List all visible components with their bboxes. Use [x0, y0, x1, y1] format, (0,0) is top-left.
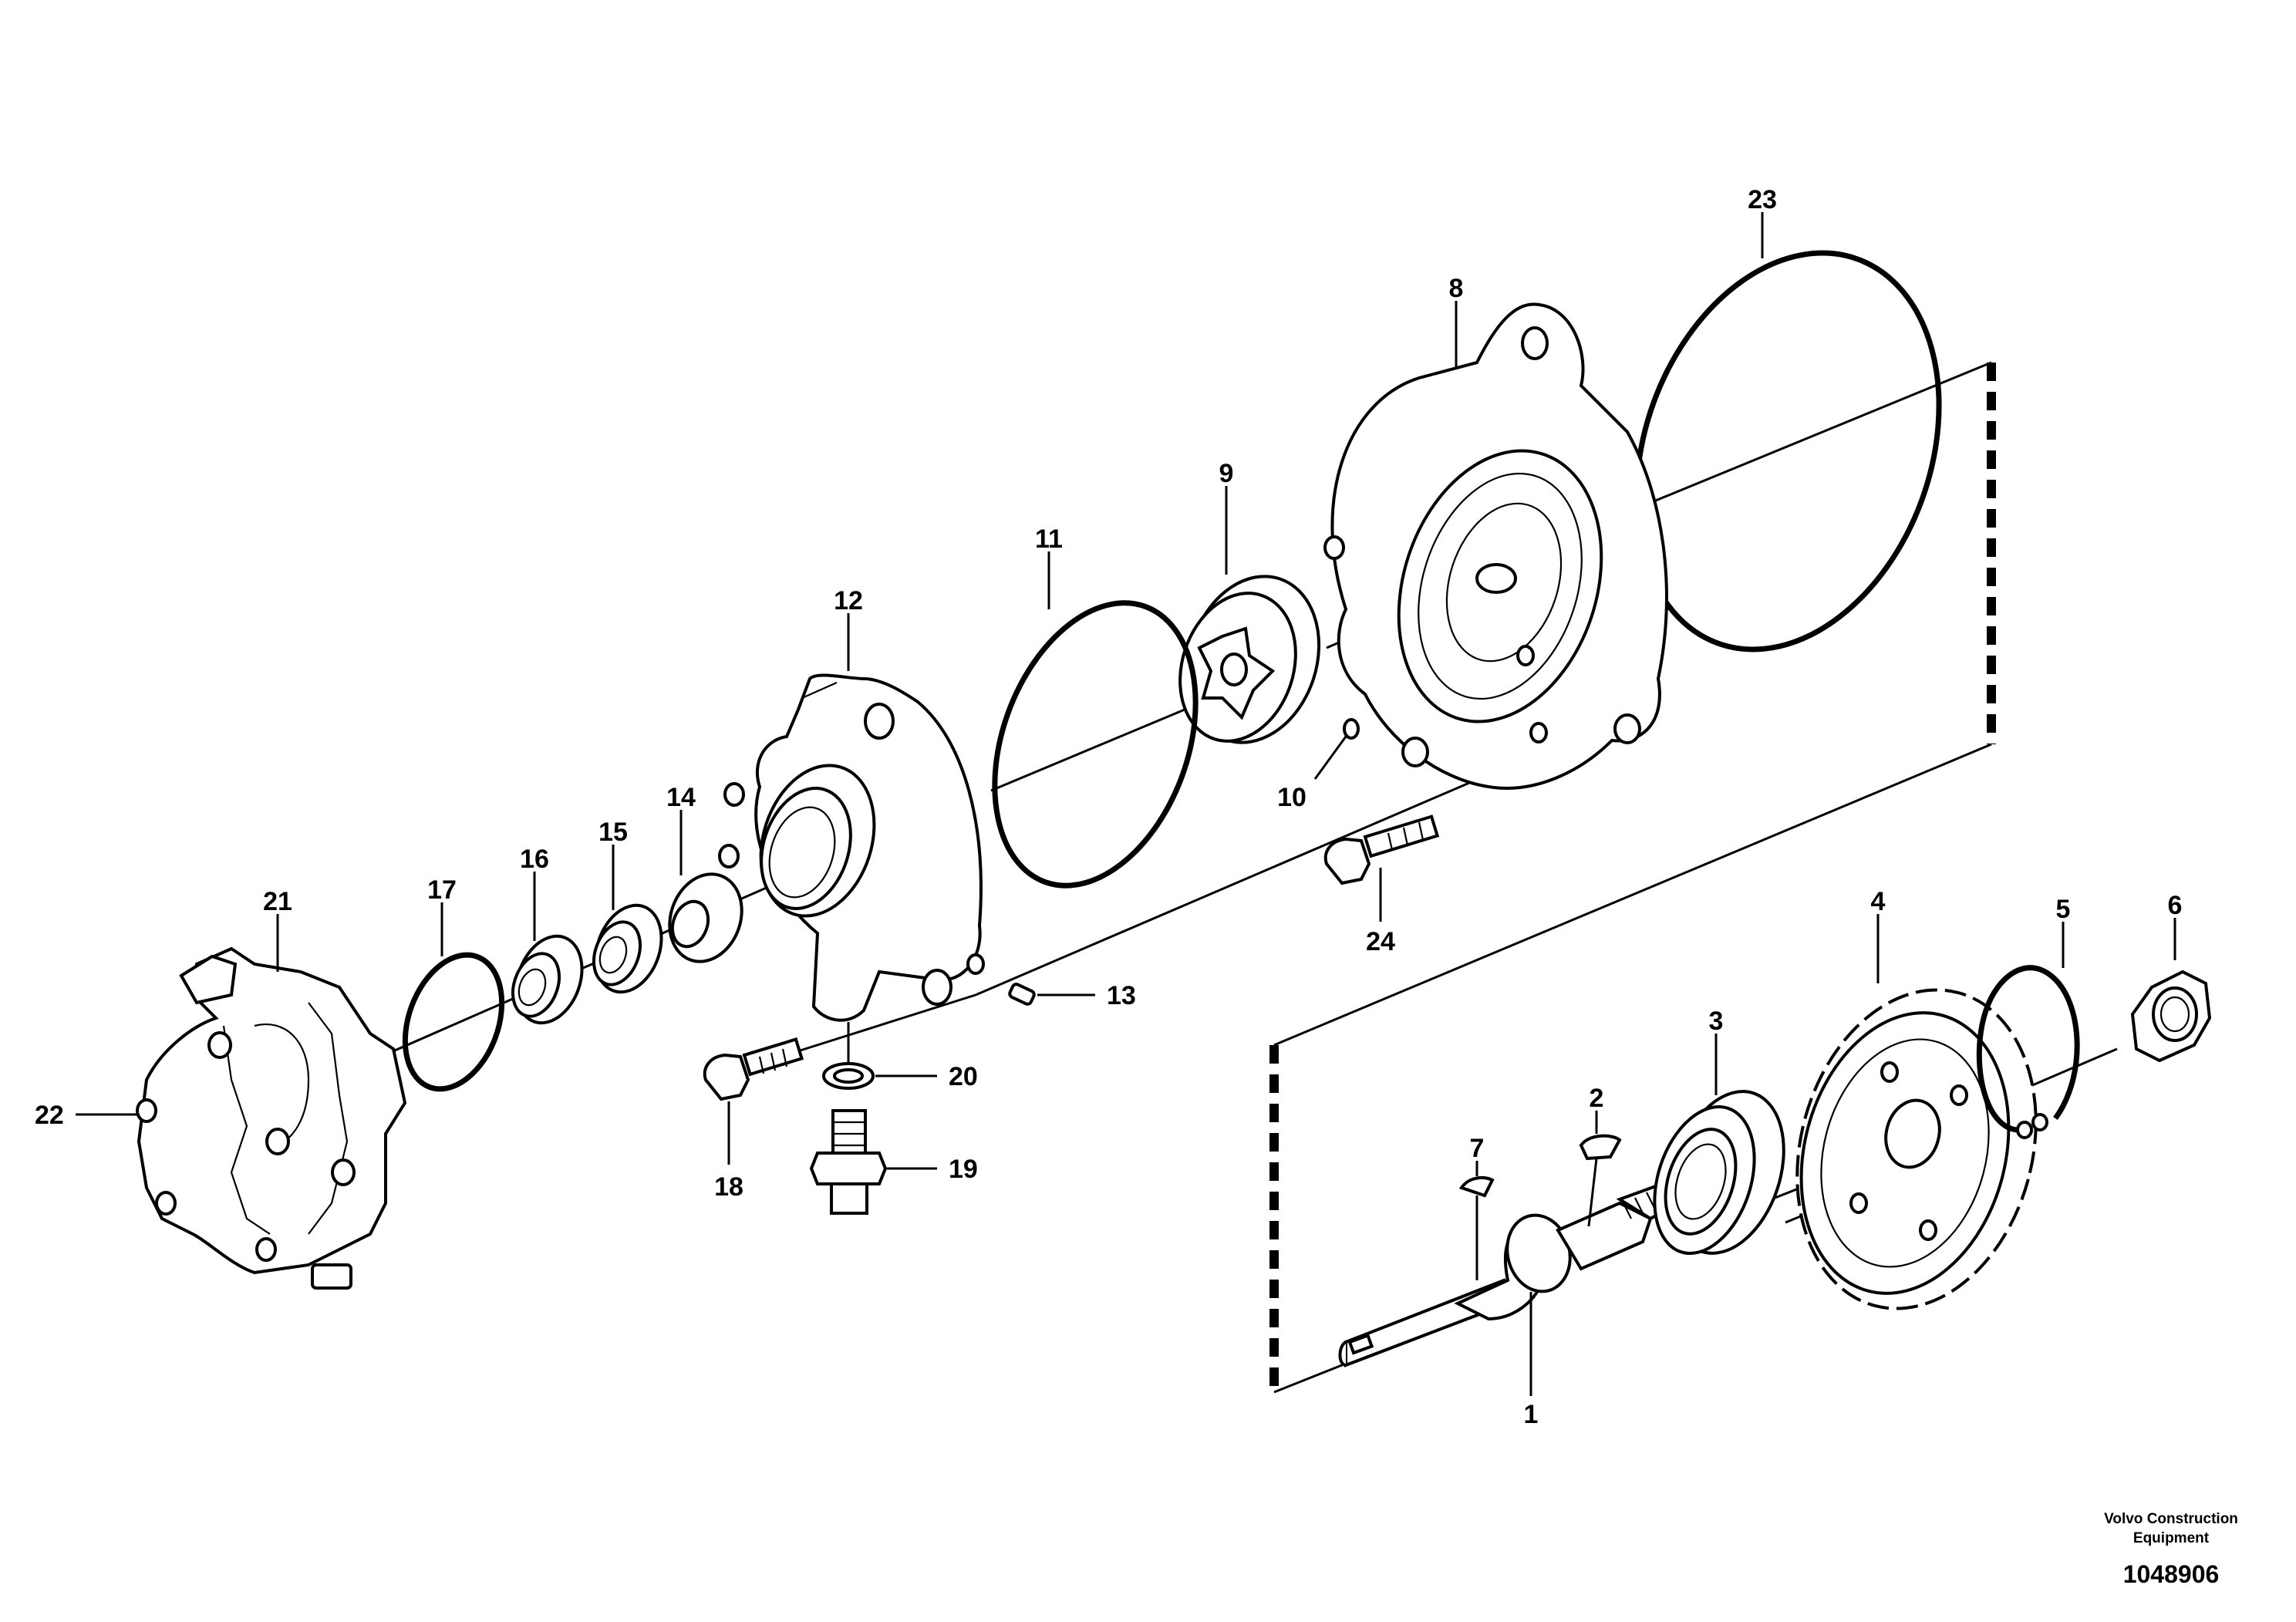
assembly-reference-frame [1269, 361, 1996, 1394]
callout-14: 14 [666, 783, 696, 812]
small-o-ring [1343, 718, 1360, 740]
seal-ring [668, 872, 743, 963]
ball-bearing [1653, 1034, 1785, 1256]
callout-6: 6 [2168, 891, 2183, 920]
callout-22: 22 [35, 1101, 64, 1130]
credit-company: Volvo Construction [2104, 1511, 2238, 1527]
o-ring-small [402, 952, 505, 1092]
callout-20: 20 [949, 1062, 978, 1091]
woodruff-key-large [1579, 1111, 1622, 1227]
circlip [1976, 922, 2080, 1139]
needle-bearing [592, 903, 663, 994]
callout-11: 11 [1035, 524, 1063, 554]
callout-24: 24 [1366, 927, 1395, 956]
callout-21: 21 [263, 887, 292, 916]
callout-10: 10 [1277, 783, 1306, 812]
callout-labels: 1 2 3 4 5 6 7 8 9 10 11 12 13 14 15 16 1… [35, 185, 2182, 1429]
callout-23: 23 [1748, 185, 1777, 214]
callout-15: 15 [598, 818, 628, 847]
callout-16: 16 [520, 845, 549, 874]
shaft-seal [511, 934, 584, 1025]
callout-8: 8 [1449, 274, 1464, 303]
o-ring-medium [992, 600, 1199, 889]
leader-lines [276, 212, 1764, 972]
drawing-number: 1048906 [2123, 1560, 2220, 1588]
pump-housing [1323, 302, 1668, 790]
drive-gear [1795, 914, 2038, 1310]
callout-9: 9 [1219, 459, 1234, 488]
callout-13: 13 [1107, 981, 1136, 1010]
drive-shaft [1338, 1182, 1681, 1396]
callout-4: 4 [1871, 887, 1886, 916]
callout-18: 18 [714, 1172, 743, 1202]
o-ring-large [1633, 250, 1942, 653]
credit-company-line2: Equipment [2133, 1530, 2210, 1546]
callout-5: 5 [2056, 895, 2071, 924]
flange-bolt-18 [703, 1037, 804, 1165]
flange-bolt-24 [1323, 814, 1440, 922]
feed-pump-body [136, 946, 407, 1290]
pump-cover [718, 673, 985, 1022]
sealing-washer [822, 1062, 937, 1090]
callout-12: 12 [834, 586, 863, 615]
callout-3: 3 [1709, 1007, 1724, 1036]
dowel-pin [1008, 983, 1095, 1006]
callout-19: 19 [949, 1155, 978, 1184]
credit-block: Volvo Construction Equipment 1048906 [2104, 1511, 2238, 1588]
castle-nut [2130, 918, 2212, 1063]
callout-2: 2 [1590, 1084, 1604, 1113]
woodruff-key-small [1458, 1161, 1495, 1280]
callout-17: 17 [427, 875, 457, 905]
callout-7: 7 [1470, 1134, 1485, 1163]
union-nipple [809, 1109, 937, 1215]
callout-1: 1 [1524, 1400, 1539, 1429]
